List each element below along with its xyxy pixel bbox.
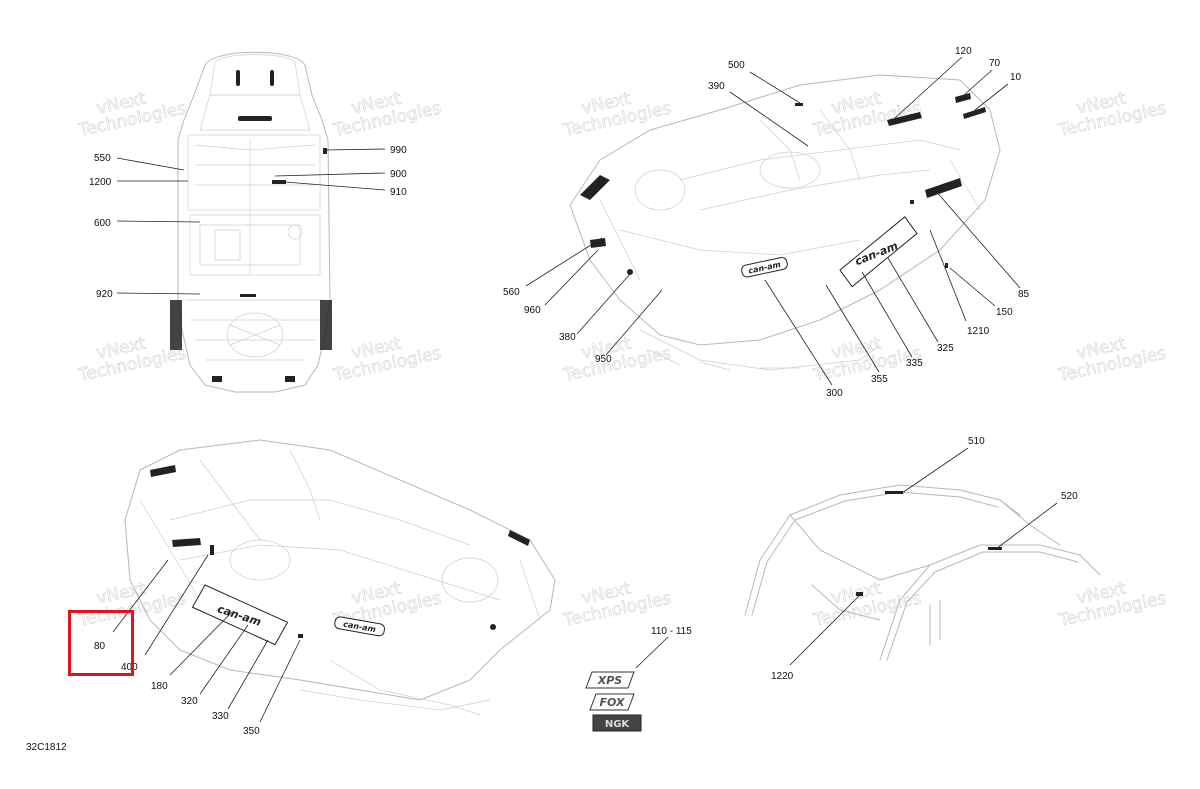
callout-85: 85 — [1018, 289, 1030, 300]
decal-sheet: XPS FOX NGK — [585, 671, 642, 732]
callout-960: 960 — [524, 305, 541, 316]
svg-text:XPS: XPS — [597, 674, 623, 687]
iso-rear-view-vehicle: can-am can-am — [124, 439, 556, 716]
callout-labels: 550 1200 600 920 990 900 910 500 390 120… — [89, 46, 1078, 737]
callout-560: 560 — [503, 287, 520, 298]
watermark — [1051, 570, 1169, 632]
watermark — [1051, 80, 1169, 142]
selected-callout-highlight[interactable] — [68, 610, 134, 676]
callout-380: 380 — [559, 332, 576, 343]
ngk-decal: NGK — [592, 714, 642, 732]
watermark — [326, 325, 444, 387]
callout-180: 180 — [151, 681, 168, 692]
watermark — [556, 80, 674, 142]
roll-cage-view — [744, 484, 1101, 661]
callout-325: 325 — [937, 343, 954, 354]
watermark — [806, 80, 924, 142]
callout-300: 300 — [826, 388, 843, 399]
callout-70: 70 — [989, 58, 1001, 69]
callout-910: 910 — [390, 187, 407, 198]
callout-10: 10 — [1010, 72, 1022, 83]
watermark — [556, 570, 674, 632]
callout-900: 900 — [390, 169, 407, 180]
callout-1200: 1200 — [89, 177, 112, 188]
watermark — [326, 80, 444, 142]
callout-600: 600 — [94, 218, 111, 229]
callout-335: 335 — [906, 358, 923, 369]
callout-1210: 1210 — [967, 326, 990, 337]
callout-400: 400 — [121, 662, 138, 673]
fox-decal: FOX — [589, 693, 635, 711]
callout-320: 320 — [181, 696, 198, 707]
iso-front-view-vehicle: can-am can-am — [569, 74, 1001, 371]
leader-lines — [112, 56, 1058, 723]
svg-text:FOX: FOX — [600, 696, 625, 709]
callout-355: 355 — [871, 374, 888, 385]
callout-520: 520 — [1061, 491, 1078, 502]
callout-990: 990 — [390, 145, 407, 156]
callout-920: 920 — [96, 289, 113, 300]
callout-510: 510 — [968, 436, 985, 447]
callout-350: 350 — [243, 726, 260, 737]
callout-1220: 1220 — [771, 671, 794, 682]
watermark — [1051, 325, 1169, 387]
callout-150: 150 — [996, 307, 1013, 318]
watermark — [806, 570, 924, 632]
callout-330: 330 — [212, 711, 229, 722]
callout-390: 390 — [708, 81, 725, 92]
svg-text:NGK: NGK — [605, 719, 631, 730]
callout-950: 950 — [595, 354, 612, 365]
callout-500: 500 — [728, 60, 745, 71]
callout-550: 550 — [94, 153, 111, 164]
watermark — [71, 80, 189, 142]
diagram-reference-code: 32C1812 — [26, 742, 67, 753]
callout-120: 120 — [955, 46, 972, 57]
watermark-group — [71, 80, 1169, 632]
top-view-vehicle — [170, 51, 332, 393]
callout-110-115: 110 - 115 — [651, 626, 692, 637]
callout-80: 80 — [94, 641, 106, 652]
xps-decal: XPS — [585, 671, 635, 689]
